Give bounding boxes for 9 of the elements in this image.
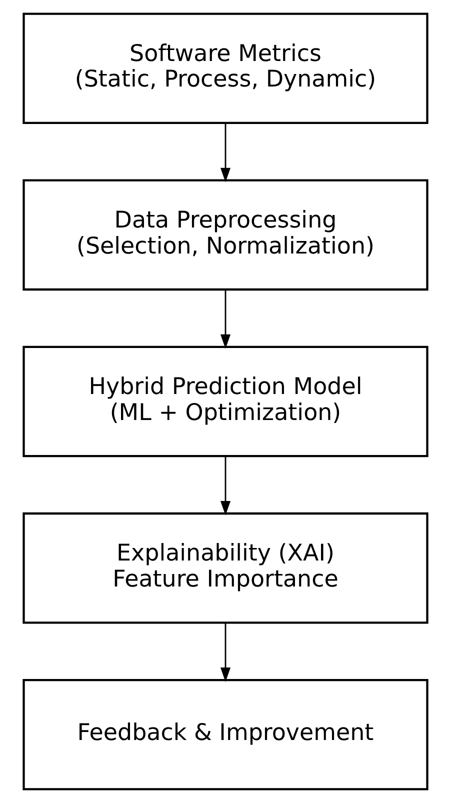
node-box: Hybrid Prediction Model (ML + Optimization) [22,346,428,458]
node-box: Data Preprocessing (Selection, Normalization) [22,179,428,291]
arrow [220,456,230,516]
arrow [220,290,230,349]
node-box: Software Metrics (Static, Process, Dynamic) [22,12,428,124]
arrow [220,122,230,182]
node-box: Explainability (XAI) Feature Importance [22,512,428,624]
node-box: Feedback & Improvement [22,679,428,790]
arrow [220,622,230,682]
